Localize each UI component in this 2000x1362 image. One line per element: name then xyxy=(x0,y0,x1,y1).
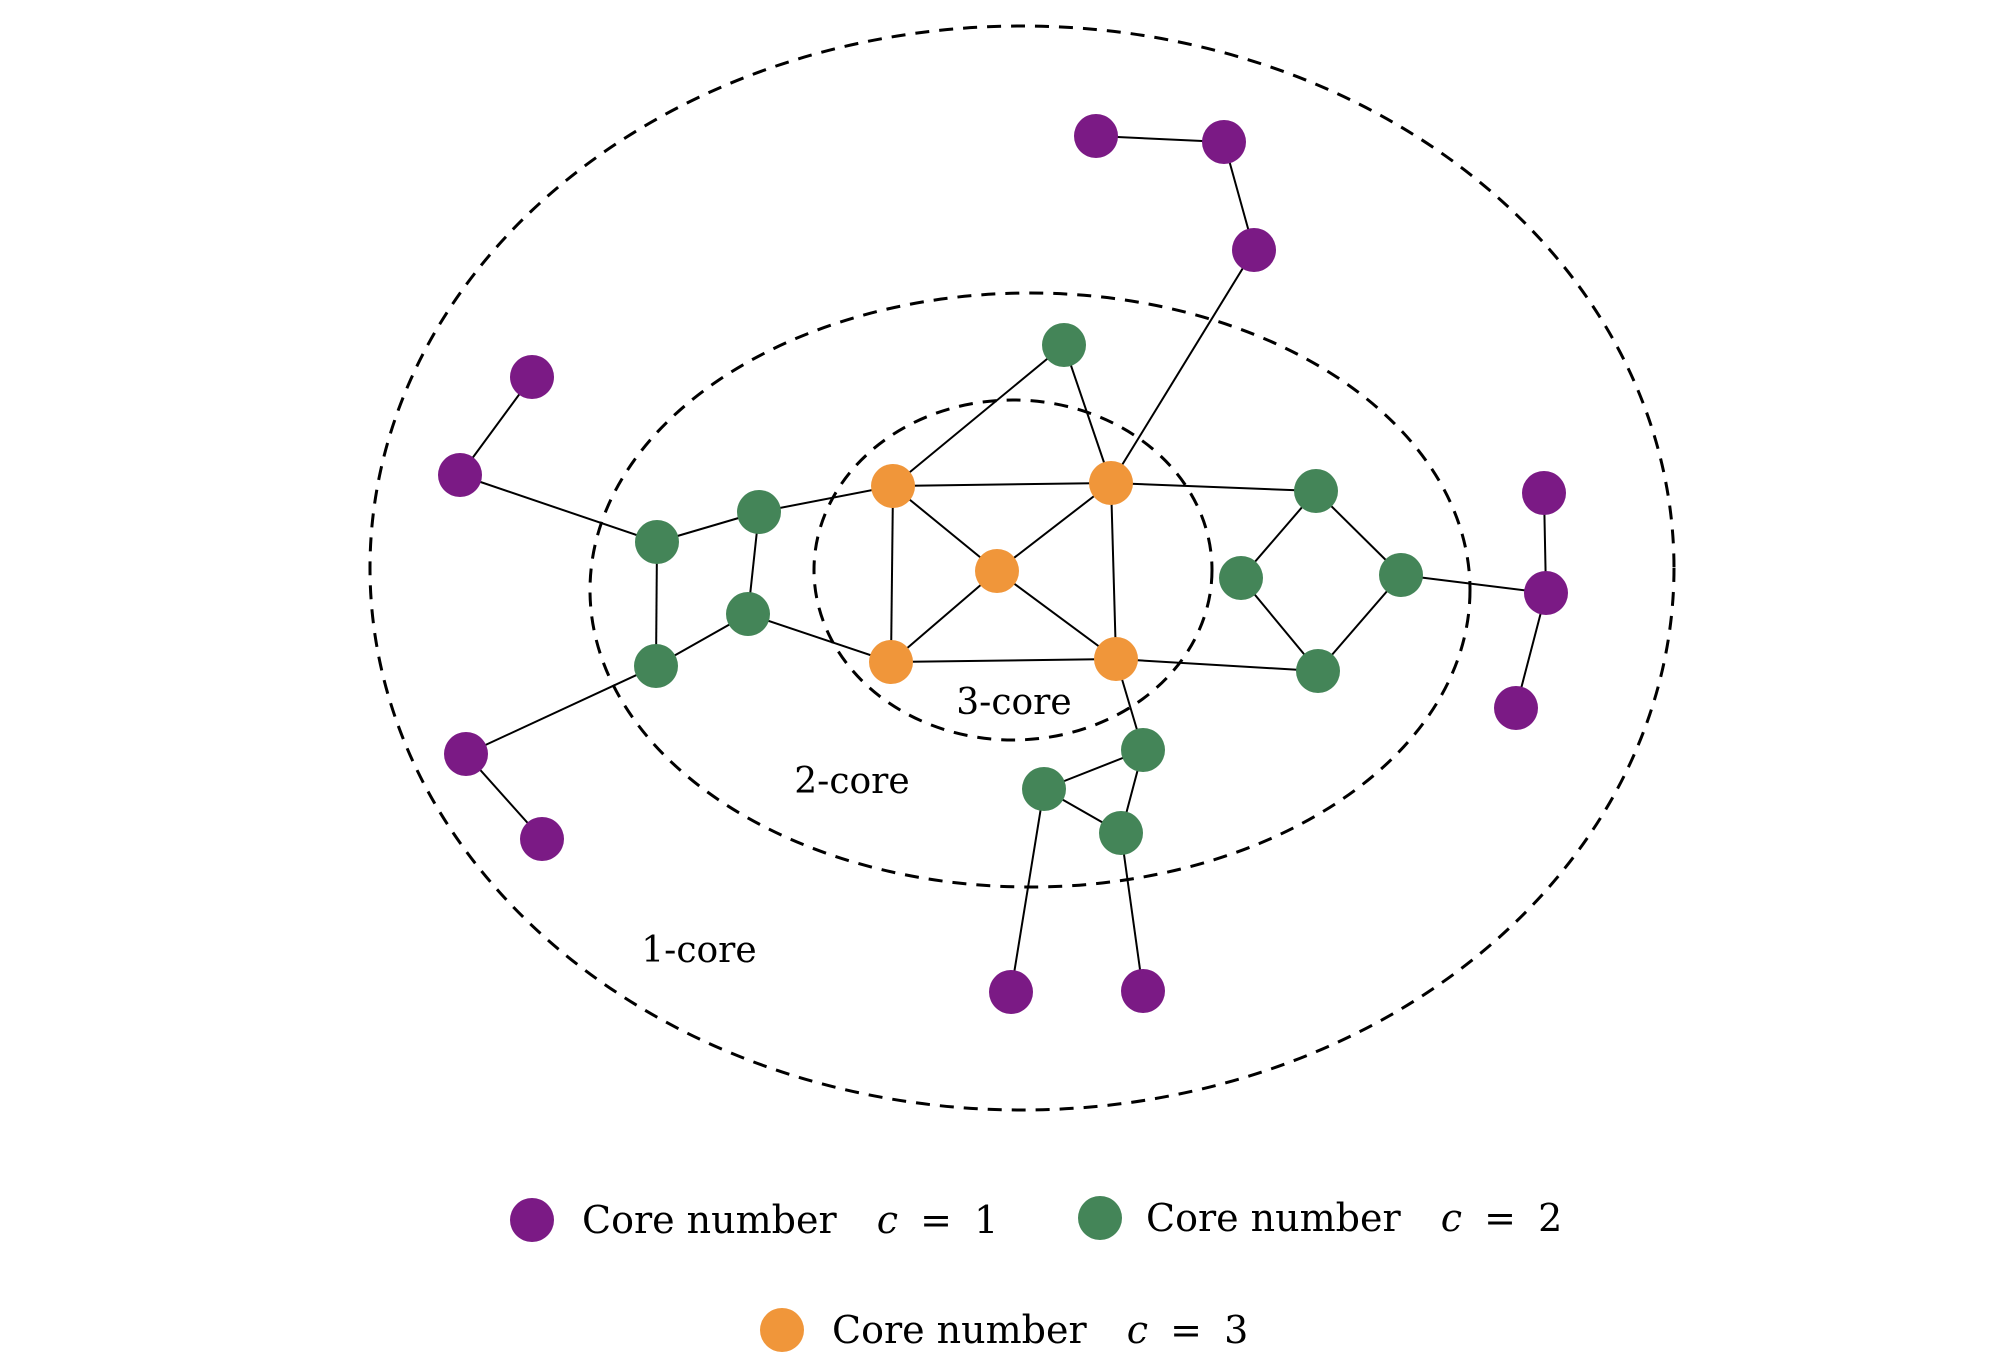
graph-node-core-2 xyxy=(1121,728,1165,772)
legend-marker-core-2 xyxy=(1078,1196,1122,1240)
graph-edge xyxy=(1110,249,1255,484)
graph-node-core-2 xyxy=(635,520,679,564)
graph-node-core-1 xyxy=(1202,120,1246,164)
graph-edge xyxy=(1400,574,1547,594)
graph-node-core-1 xyxy=(1074,114,1118,158)
graph-node-core-2 xyxy=(1219,556,1263,600)
legend-relation: = xyxy=(920,1198,952,1242)
graph-node-core-1 xyxy=(444,732,488,776)
graph-node-core-3 xyxy=(1089,461,1133,505)
graph-edge xyxy=(890,658,1117,663)
graph-edge xyxy=(1110,482,1317,492)
graph-node-core-1 xyxy=(520,817,564,861)
graph-node-core-1 xyxy=(1121,969,1165,1013)
legend-marker-core-1 xyxy=(510,1198,554,1242)
graph-node-core-1 xyxy=(438,453,482,497)
graph-edge xyxy=(1063,344,1112,484)
graph-edge xyxy=(465,665,657,755)
graph-edge xyxy=(459,474,658,543)
svg-text:Core number c: Core number c = 2 xyxy=(1146,1196,1562,1240)
legend-item-core-2: Core number c = 2 xyxy=(1078,1196,1562,1240)
graph-edge xyxy=(892,482,1112,487)
graph-node-core-3 xyxy=(1094,637,1138,681)
graph-node-core-2 xyxy=(1042,323,1086,367)
legend-value: 3 xyxy=(1224,1308,1248,1352)
graph-edge xyxy=(747,613,892,663)
graph-edge xyxy=(890,485,894,663)
graph-node-core-1 xyxy=(1522,471,1566,515)
legend-relation: = xyxy=(1484,1196,1516,1240)
legend-label: Core number xyxy=(1146,1196,1401,1240)
graph-edge xyxy=(996,482,1112,572)
graph-node-core-1 xyxy=(510,355,554,399)
svg-text:Core number c: Core number c = 1 xyxy=(582,1198,998,1242)
graph-edge xyxy=(892,485,998,572)
svg-text:Core number c: Core number c = 3 xyxy=(832,1308,1248,1352)
graph-node-core-3 xyxy=(871,464,915,508)
legend-variable: c xyxy=(1127,1308,1148,1352)
graph-edge xyxy=(1010,788,1045,993)
graph-edge xyxy=(1115,658,1319,672)
legend-label: Core number xyxy=(832,1308,1087,1352)
graph-node-core-2 xyxy=(1296,649,1340,693)
graph-edge xyxy=(996,570,1117,660)
legend-variable: c xyxy=(877,1198,898,1242)
graph-node-core-2 xyxy=(1099,811,1143,855)
legend-relation: = xyxy=(1170,1308,1202,1352)
graph-node-core-1 xyxy=(1232,228,1276,272)
graph-edge xyxy=(1110,482,1117,660)
legend-value: 2 xyxy=(1538,1196,1562,1240)
legend-item-core-1: Core number c = 1 xyxy=(510,1198,998,1242)
graph-edge xyxy=(890,570,998,663)
graph-node-core-2 xyxy=(634,644,678,688)
graph-nodes xyxy=(438,114,1568,1014)
graph-node-core-3 xyxy=(869,640,913,684)
graph-node-core-2 xyxy=(737,490,781,534)
graph-node-core-2 xyxy=(1379,553,1423,597)
graph-node-core-1 xyxy=(1494,686,1538,730)
graph-edge xyxy=(892,344,1065,487)
graph-node-core-2 xyxy=(726,592,770,636)
graph-edge xyxy=(758,485,894,513)
graph-node-core-2 xyxy=(1294,469,1338,513)
ring-label-3-core: 3-core xyxy=(956,682,1071,723)
legend-label: Core number xyxy=(582,1198,837,1242)
legend-item-core-3: Core number c = 3 xyxy=(760,1308,1248,1352)
graph-node-core-1 xyxy=(989,970,1033,1014)
legend: Core number c = 1 Core number c = 2 Core… xyxy=(510,1196,1562,1352)
legend-variable: c xyxy=(1441,1196,1462,1240)
legend-marker-core-3 xyxy=(760,1308,804,1352)
graph-edge xyxy=(1120,832,1144,992)
ring-label-2-core: 2-core xyxy=(794,761,909,802)
ring-label-1-core: 1-core xyxy=(641,930,756,971)
ring-3-core xyxy=(812,398,1214,742)
graph-node-core-1 xyxy=(1524,571,1568,615)
graph-node-core-2 xyxy=(1022,767,1066,811)
legend-value: 1 xyxy=(974,1198,998,1242)
ring-1-core xyxy=(368,24,1676,1112)
graph-node-core-3 xyxy=(975,549,1019,593)
ring-2-core xyxy=(588,291,1472,889)
